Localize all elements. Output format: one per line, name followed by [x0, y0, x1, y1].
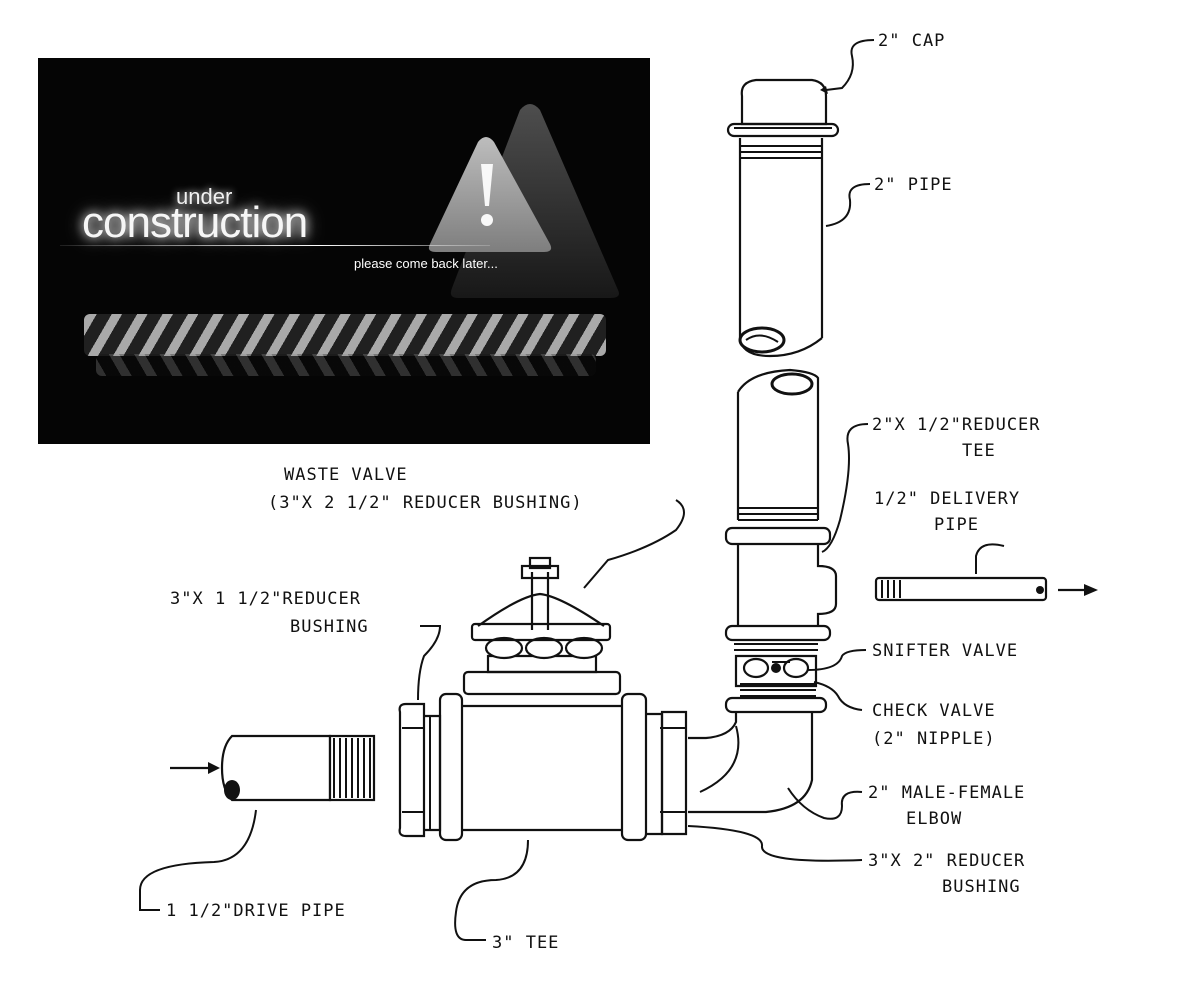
label-cap-2in: 2" CAP	[878, 31, 945, 51]
drive-pipe	[170, 734, 376, 802]
label-reducer-tee-line1: 2"X 1/2"REDUCER	[872, 415, 1041, 435]
label-reducer-tee-line2: TEE	[962, 441, 996, 461]
banner-divider	[60, 245, 490, 246]
male-female-elbow	[688, 696, 828, 814]
hazard-stripes	[84, 314, 606, 356]
reducer-bushing-3x2	[646, 710, 688, 836]
reducer-bushing-3x1-5	[398, 702, 442, 838]
label-snifter-valve: SNIFTER VALVE	[872, 641, 1018, 661]
label-drive-pipe: 1 1/2"DRIVE PIPE	[166, 901, 346, 921]
banner-under-text: under	[176, 184, 233, 209]
cap-2in	[726, 78, 840, 138]
label-delivery-line2: PIPE	[934, 515, 979, 535]
label-tee-3in: 3" TEE	[492, 933, 559, 953]
banner-subtitle: please come back later...	[354, 256, 498, 271]
check-valve-nipple	[734, 643, 818, 697]
callout-labels: 2" CAP 2" PIPE 2"X 1/2"REDUCER TEE 1/2" …	[166, 31, 1041, 953]
tee-3in	[438, 670, 648, 842]
waste-valve	[470, 556, 612, 674]
label-reducer-3x2-line1: 3"X 2" REDUCER	[868, 851, 1025, 871]
label-waste-valve-line1: WASTE VALVE	[284, 465, 408, 485]
reducer-tee	[724, 526, 838, 642]
pipe-2in-upper	[738, 138, 824, 358]
label-check-valve-line2: (2" NIPPLE)	[872, 729, 996, 749]
leader-lines	[139, 39, 1005, 941]
delivery-pipe	[874, 576, 1098, 602]
label-reducer-bushing-line1: 3"X 1 1/2"REDUCER	[170, 589, 361, 609]
label-delivery-line1: 1/2" DELIVERY	[874, 489, 1020, 509]
label-elbow-line1: 2" MALE-FEMALE	[868, 783, 1025, 803]
label-elbow-line2: ELBOW	[906, 809, 962, 829]
hazard-stripes-reflection	[96, 354, 596, 376]
label-pipe-2in: 2" PIPE	[874, 175, 953, 195]
exclamation-icon	[481, 164, 493, 206]
pipe-2in-lower	[736, 368, 820, 521]
label-waste-valve-line2: (3"X 2 1/2" REDUCER BUSHING)	[268, 493, 583, 513]
warning-triangles	[428, 104, 619, 298]
label-reducer-bushing-line2: BUSHING	[290, 617, 369, 637]
banner-construction-text: construction	[82, 198, 308, 247]
label-reducer-3x2-line2: BUSHING	[942, 877, 1021, 897]
label-check-valve-line1: CHECK VALVE	[872, 701, 996, 721]
under-construction-banner: under construction please come back late…	[38, 58, 650, 444]
